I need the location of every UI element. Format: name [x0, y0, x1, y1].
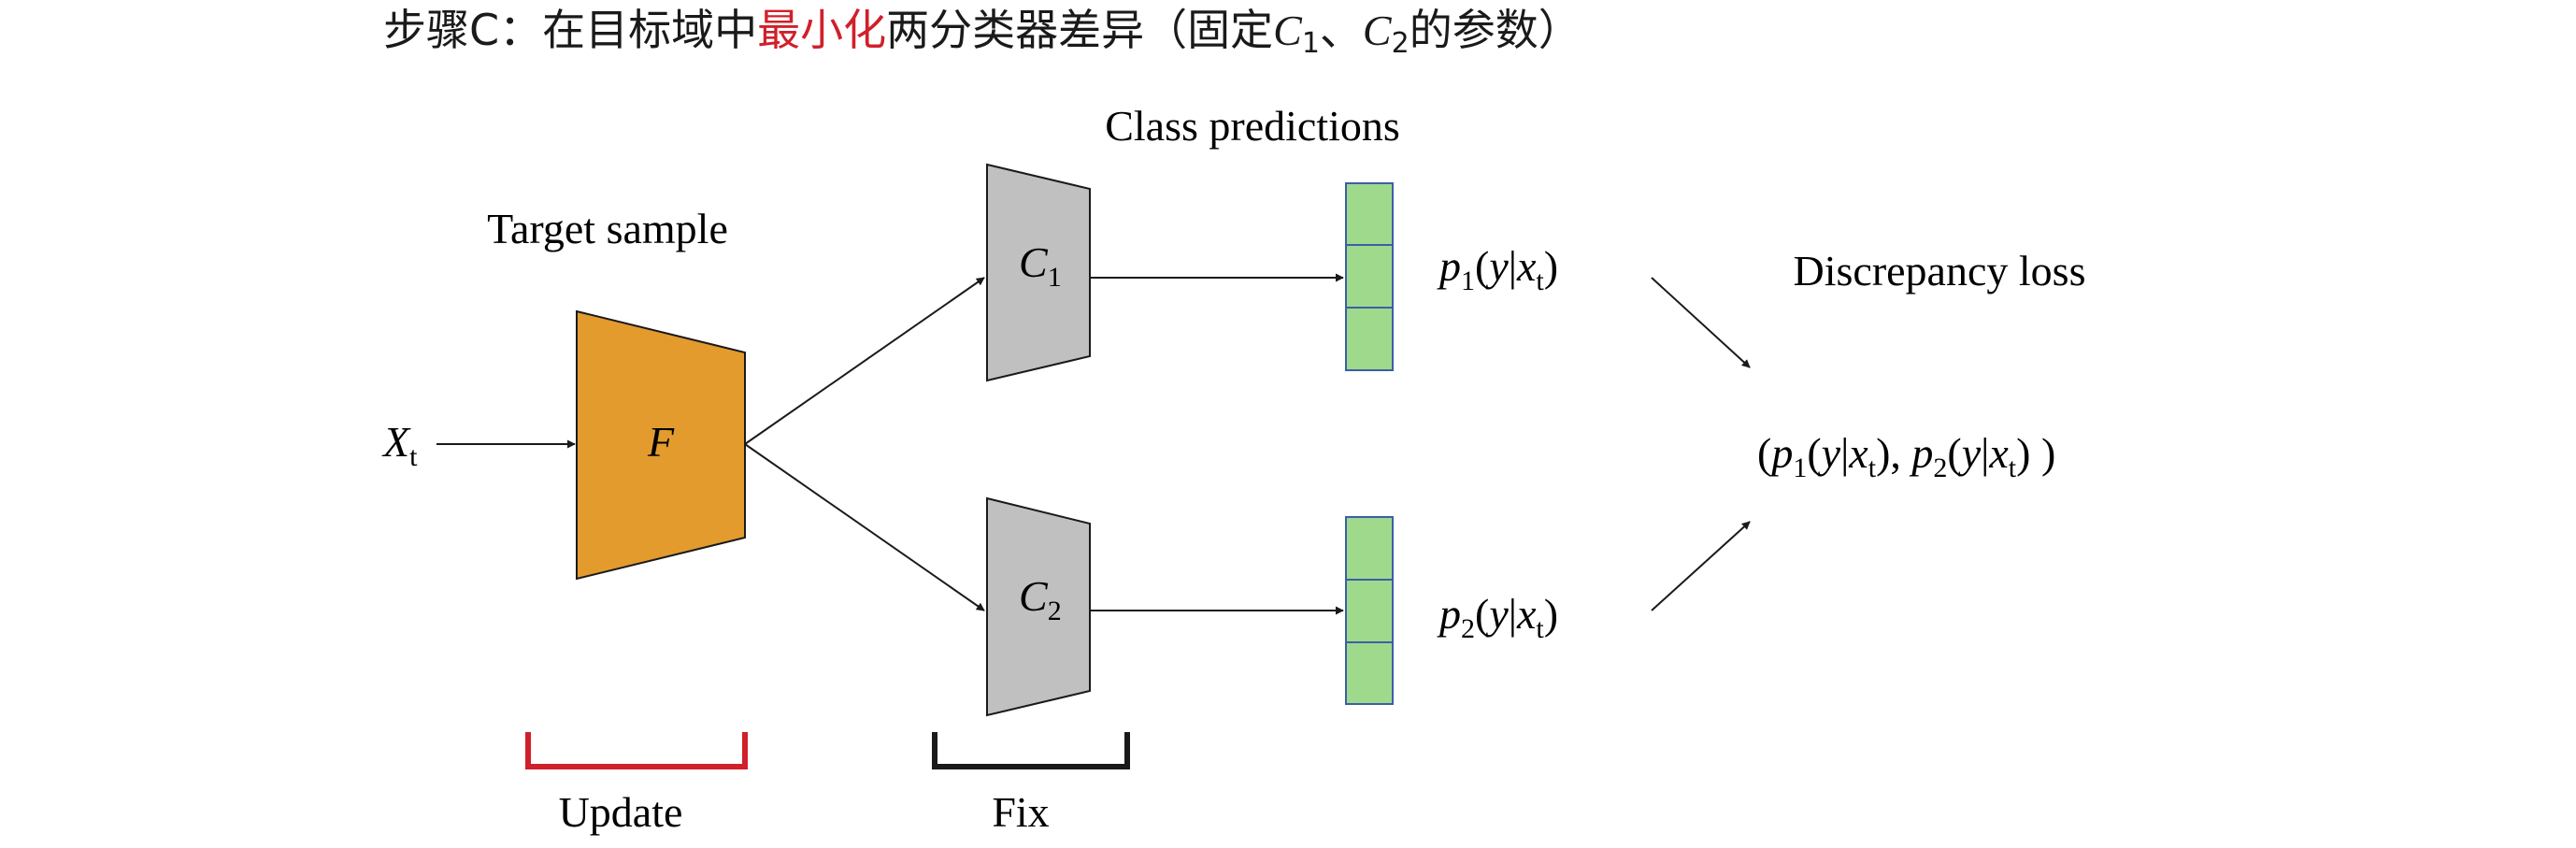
feature-extractor-trapezoid — [576, 309, 746, 581]
classifier-1-symbol: C — [1019, 238, 1049, 286]
input-symbol: X — [381, 418, 411, 466]
classifier-2-subscript: 2 — [1048, 596, 1062, 626]
pred2-p: p — [1437, 590, 1461, 638]
arrow-pred2-to-loss — [1651, 521, 1751, 611]
feature-extractor-label: F — [647, 418, 675, 466]
update-bracket — [525, 732, 748, 769]
classifier-2-label: C2 — [1019, 572, 1062, 626]
prediction-2-cell-1 — [1345, 516, 1394, 581]
loss-s2: 2 — [1933, 453, 1947, 483]
title-c1: C — [1273, 7, 1303, 54]
pred2-y: y — [1485, 590, 1509, 638]
prediction-1-cell-3 — [1345, 307, 1394, 371]
loss-p2: p — [1909, 429, 1933, 477]
loss-x1: x — [1848, 429, 1868, 477]
pred1-p: p — [1437, 242, 1461, 290]
prediction-2-expression: p2(y|xt) — [1437, 590, 1558, 644]
title-sep: 、 — [1320, 5, 1363, 55]
prediction-1-expression: p1(y|xt) — [1437, 242, 1558, 296]
title-c2: C — [1363, 7, 1393, 54]
prediction-2-cell-2 — [1345, 579, 1394, 643]
arrow-pred1-to-loss — [1651, 277, 1751, 368]
input-subscript: t — [409, 441, 418, 472]
title-c2-sub: 2 — [1392, 27, 1410, 60]
arrow-f-to-c1 — [744, 277, 985, 445]
pred2-x: x — [1516, 590, 1537, 638]
prediction-1-cell-2 — [1345, 244, 1394, 309]
loss-s1: 1 — [1793, 453, 1807, 483]
title-suffix: 两分类器差异（固定 — [886, 5, 1273, 55]
title-highlight: 最小化 — [757, 5, 886, 55]
loss-x1sub: t — [1868, 453, 1877, 483]
pred1-xsub: t — [1536, 266, 1544, 296]
update-label: Update — [559, 788, 683, 836]
target-sample-label: Target sample — [487, 205, 728, 252]
input-label: Xt — [381, 418, 418, 472]
classifier-1-trapezoid — [986, 163, 1091, 382]
prediction-1-cell-1 — [1345, 182, 1394, 246]
title-c1-sub: 1 — [1302, 27, 1320, 60]
loss-y2: y — [1958, 429, 1982, 477]
title-end: 的参数） — [1410, 5, 1581, 55]
pred1-x: x — [1516, 242, 1537, 290]
classifier-2-trapezoid — [986, 496, 1091, 717]
loss-x2: x — [1988, 429, 2009, 477]
loss-x2sub: t — [2009, 453, 2017, 483]
fix-label: Fix — [992, 788, 1049, 836]
pred2-sub: 2 — [1461, 613, 1475, 644]
prediction-vector-1 — [1345, 182, 1394, 371]
classifier-1-label: C1 — [1019, 238, 1062, 293]
title-prefix: 步骤C：在目标域中 — [383, 5, 757, 55]
pred1-y: y — [1485, 242, 1509, 290]
loss-y1: y — [1818, 429, 1841, 477]
classifier-2-symbol: C — [1019, 572, 1049, 620]
pred2-xsub: t — [1536, 613, 1544, 644]
prediction-2-cell-3 — [1345, 641, 1394, 705]
diagram-title: 步骤C：在目标域中最小化两分类器差异（固定C1、C2的参数） — [383, 5, 1581, 60]
discrepancy-loss-label: Discrepancy loss — [1794, 247, 2086, 295]
classifier-1-subscript: 1 — [1048, 262, 1062, 293]
pred1-sub: 1 — [1461, 266, 1475, 296]
loss-p1: p — [1768, 429, 1793, 477]
discrepancy-expression: (p1(y|xt), p2(y|xt) ) — [1757, 429, 2055, 483]
class-predictions-label: Class predictions — [1105, 102, 1400, 150]
fix-bracket — [932, 732, 1130, 769]
arrow-f-to-c2 — [744, 443, 985, 611]
prediction-vector-2 — [1345, 516, 1394, 705]
